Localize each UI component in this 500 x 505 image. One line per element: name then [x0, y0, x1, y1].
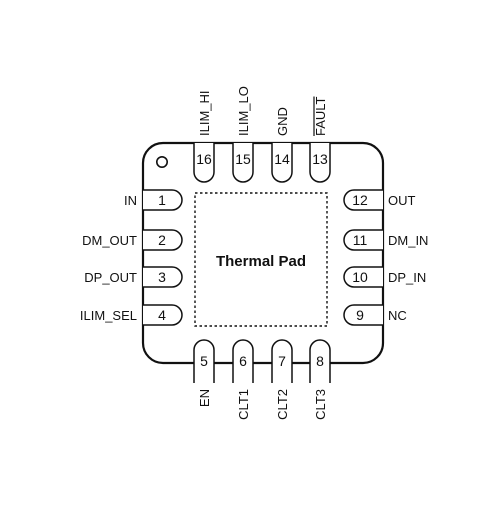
pin-pad: [343, 229, 383, 251]
pin-number: 5: [200, 353, 208, 369]
pin-number: 2: [158, 232, 166, 248]
pin-15: 15 ILIM_LO: [232, 86, 254, 183]
pin-number: 9: [356, 307, 364, 323]
pin-number: 13: [312, 151, 328, 167]
pin-number: 3: [158, 269, 166, 285]
pin-number: 15: [235, 151, 251, 167]
pin-number: 8: [316, 353, 324, 369]
pin-number: 11: [353, 232, 368, 248]
pin-pad: [271, 339, 293, 383]
pin-1: 1 IN: [124, 189, 183, 211]
pin-pad: [143, 266, 183, 288]
thermal-pad: [194, 192, 328, 327]
pin-13: 13 FAULT: [309, 96, 331, 183]
pin-name: ILIM_LO: [236, 86, 251, 136]
pins-layer: 1 IN 2 DM_OUT 3 DP_OUT 4 ILIM_SEL 9 NC 10 DP_IN 11 DM…: [80, 86, 429, 420]
pin-number: 4: [158, 307, 166, 323]
pin-number: 16: [196, 151, 212, 167]
pin-name: FAULT: [313, 96, 328, 136]
pin-3: 3 DP_OUT: [84, 266, 183, 288]
pin-pad: [143, 229, 183, 251]
pin-4: 4 ILIM_SEL: [80, 304, 183, 326]
pin-name: ILIM_HI: [197, 90, 212, 136]
pin-pad: [232, 143, 254, 183]
pin-10: 10 DP_IN: [343, 266, 426, 288]
pin-name: GND: [275, 107, 290, 136]
pin-number: 1: [158, 192, 166, 208]
pin-name: CLT2: [275, 389, 290, 420]
pin-12: 12 OUT: [343, 189, 416, 211]
pin-2: 2 DM_OUT: [82, 229, 183, 251]
pin-pad: [143, 304, 183, 326]
pin-name: NC: [388, 308, 407, 323]
pin-name: DM_OUT: [82, 233, 137, 248]
pin-number: 12: [352, 192, 368, 208]
pin-9: 9 NC: [343, 304, 407, 326]
pin-number: 10: [352, 269, 368, 285]
pin-pad: [343, 304, 383, 326]
pin-14: 14 GND: [271, 107, 293, 183]
pin-name: CLT3: [313, 389, 328, 420]
pin-pad: [232, 339, 254, 383]
pin-name: EN: [197, 389, 212, 407]
pin-number: 6: [239, 353, 247, 369]
pin-name: ILIM_SEL: [80, 308, 137, 323]
thermal-pad-label: Thermal Pad: [216, 253, 306, 270]
pin-number: 7: [278, 353, 286, 369]
pin-16: 16 ILIM_HI: [193, 90, 215, 183]
pin-pad: [309, 339, 331, 383]
pin-pad: [343, 266, 383, 288]
pin-name: IN: [124, 193, 137, 208]
pin-5: 5EN: [193, 339, 215, 407]
pin-name: DM_IN: [388, 233, 428, 248]
pin1-marker-icon: [156, 156, 169, 169]
pin-pad: [343, 189, 383, 211]
pin-name: DP_OUT: [84, 270, 137, 285]
package-outline: [141, 141, 385, 365]
pin-name: CLT1: [236, 389, 251, 420]
pin-pad: [193, 339, 215, 383]
pin-pad: [309, 143, 331, 183]
pin-11: 11 DM_IN: [343, 229, 428, 251]
pin-name: DP_IN: [388, 270, 426, 285]
pin-number: 14: [274, 151, 290, 167]
pin-pad: [143, 189, 183, 211]
pin-name: OUT: [388, 193, 416, 208]
pin-pad: [193, 143, 215, 183]
pin-pad: [271, 143, 293, 183]
